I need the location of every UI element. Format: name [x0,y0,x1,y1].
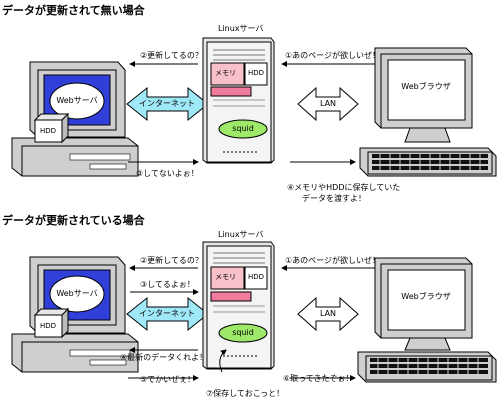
linux-server-tower-1 [202,37,275,164]
memory-label-1: メモリ [215,69,236,77]
lan-label-1: LAN [319,99,337,108]
server-label-1: Linuxサーバ [218,24,264,33]
squid-label-1: squid [232,124,254,133]
step-2-label: ②更新してるの？ [140,51,203,60]
step-3-label: ③してないよぉ！ [136,169,199,178]
web-server-label-1: Webサーバ [56,96,98,105]
hdd-label-1: HDD [40,127,57,135]
server-label-2: Linuxサーバ [218,230,264,239]
step-4-label-2: ④最新のデータくれよ！ [120,353,208,362]
section-2-title: データが更新されている場合 [2,214,145,227]
hdd-cube-2 [33,307,70,339]
squid-label-2: squid [232,328,254,337]
step-7-curved-arrow [219,349,227,373]
hdd-label-2: HDD [40,322,57,330]
browser-computer-2 [357,257,497,383]
step-2-label-2: ②更新してるの？ [140,256,203,265]
server-hdd-label-1: HDD [248,69,265,77]
server-hdd-label-2: HDD [248,273,265,281]
step-7-label-2: ⑦保存しておこっと！ [206,389,285,398]
web-server-label-2: Webサーバ [56,289,98,298]
lan-arrow-2 [297,296,359,332]
web-server-computer-2 [11,256,139,373]
step-4-label-line2: データを渡すよ！ [302,194,366,203]
lan-label-2: LAN [319,309,337,318]
linux-server-tower-2 [202,241,275,370]
lan-arrow-1 [297,86,359,122]
hdd-cube-1 [33,112,70,144]
browser-computer-1 [359,47,497,177]
step-1-label: ①あのページが欲しいぜ！ [285,51,381,60]
memory-label-2: メモリ [215,273,236,281]
web-server-computer-1 [11,61,139,177]
internet-label-2: インターネット [139,309,195,318]
section-1-diagram [11,37,497,177]
step-4-label-line1: ④メモリやHDDに保存していた [287,183,401,192]
step-5-label-2: ⑤でかいぜぇ！ [140,375,196,384]
section-2-diagram [11,241,497,383]
step-1-label-2: ①あのページが欲しいぜ！ [285,256,381,265]
step-6-label-2: ⑥取ってきたぞぉ！ [283,374,354,383]
browser-label-2: Webブラウザ [401,292,451,301]
internet-label-1: インターネット [139,99,195,108]
section-1-title: データが更新されて無い場合 [2,4,145,17]
browser-label-1: Webブラウザ [401,82,451,91]
step-3-label-2: ③してるよぉ！ [140,280,195,289]
